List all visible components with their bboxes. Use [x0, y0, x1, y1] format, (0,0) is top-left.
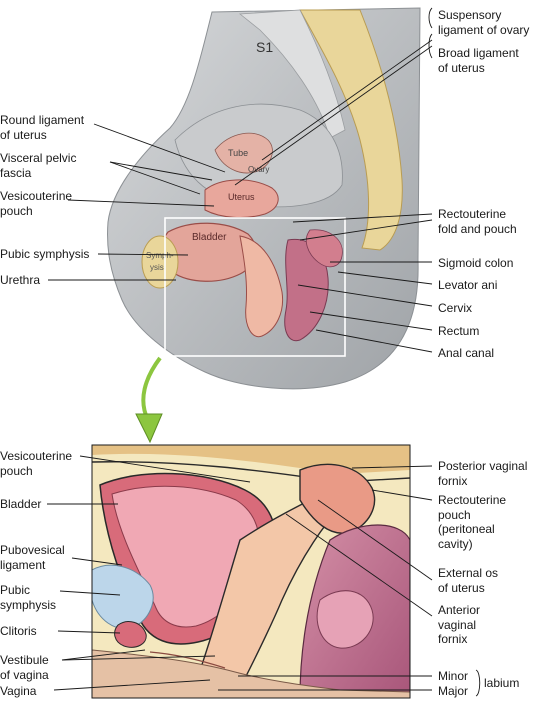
label-rectum: Rectum: [438, 324, 480, 338]
pubic-symphysis-bottom-shape: [92, 564, 154, 630]
uterus: [204, 179, 279, 218]
label-labium-minor: Minor: [438, 669, 469, 683]
top-inset-box: [164, 217, 346, 357]
ovary-label: Ovary: [248, 165, 269, 174]
bladder-drawing-label: Bladder: [192, 232, 227, 243]
clitoris-shape: [114, 621, 147, 648]
tube-label: Tube: [228, 148, 248, 158]
label-sigmoid-colon: Sigmoid colon: [438, 256, 514, 270]
bottom-illustration: [91, 444, 411, 699]
label-anterior-vaginal-fornix: Anterior vaginal fornix: [438, 603, 481, 646]
label-labium: labium: [484, 676, 520, 690]
label-clitoris: Clitoris: [0, 624, 37, 638]
sacrum-inner: [238, 9, 346, 139]
label-cervix: Cervix: [438, 301, 473, 315]
symphysis-top: [141, 235, 179, 289]
label-visceral-pelvic-fascia: Visceral pelvic fascia: [0, 151, 77, 180]
sacrum: [299, 9, 403, 251]
label-external-os-of-uterus: External os of uterus: [438, 566, 499, 595]
s1-label: S1: [256, 39, 273, 55]
zoom-arrow: [135, 356, 163, 444]
label-pubic-symphysis-top: Pubic symphysis: [0, 247, 90, 261]
symphysis-drawing-label-2: ysis: [150, 263, 164, 272]
label-vesicouterine-pouch-top: Vesicouterine pouch: [0, 189, 73, 218]
cervix-shape: [299, 463, 376, 534]
vagina-top: [239, 235, 284, 338]
label-rectouterine-fold-and-pouch: Rectouterine fold and pouch: [438, 207, 517, 236]
label-posterior-vaginal-fornix: Posterior vaginal fornix: [438, 459, 528, 488]
symphysis-drawing-label: Symph-: [146, 251, 174, 260]
sigmoid-colon-top: [305, 229, 343, 268]
label-levator-ani: Levator ani: [438, 278, 498, 292]
uterine-tube: [214, 132, 273, 174]
bottom-inset-box: [91, 444, 411, 699]
label-round-ligament-of-uterus: Round ligament of uterus: [0, 113, 85, 142]
leader-lines: [47, 7, 481, 697]
uterus-label: Uterus: [228, 192, 255, 202]
label-urethra: Urethra: [0, 273, 41, 287]
label-pubovesical-ligament: Pubovesical ligament: [0, 543, 65, 572]
label-broad-ligament-of-uterus: Broad ligament of uterus: [438, 46, 519, 75]
label-bladder: Bladder: [0, 497, 42, 511]
label-suspensory-ligament-of-ovary: Suspensory ligament of ovary: [438, 8, 530, 37]
label-rectouterine-pouch-peritoneal: Rectouterine pouch (peritoneal cavity): [438, 493, 507, 551]
label-anal-canal: Anal canal: [438, 346, 495, 360]
label-pubic-symphysis-bottom: Pubic symphysis: [0, 583, 57, 612]
label-vesicouterine-pouch-bottom: Vesicouterine pouch: [0, 449, 73, 478]
label-vestibule-of-vagina: Vestibule of vagina: [0, 653, 49, 682]
top-illustration: S1 Tube Ovary Uterus Bladder Symph- ysis: [107, 7, 421, 390]
label-vagina: Vagina: [0, 684, 37, 698]
label-labium-major: Major: [438, 684, 469, 698]
